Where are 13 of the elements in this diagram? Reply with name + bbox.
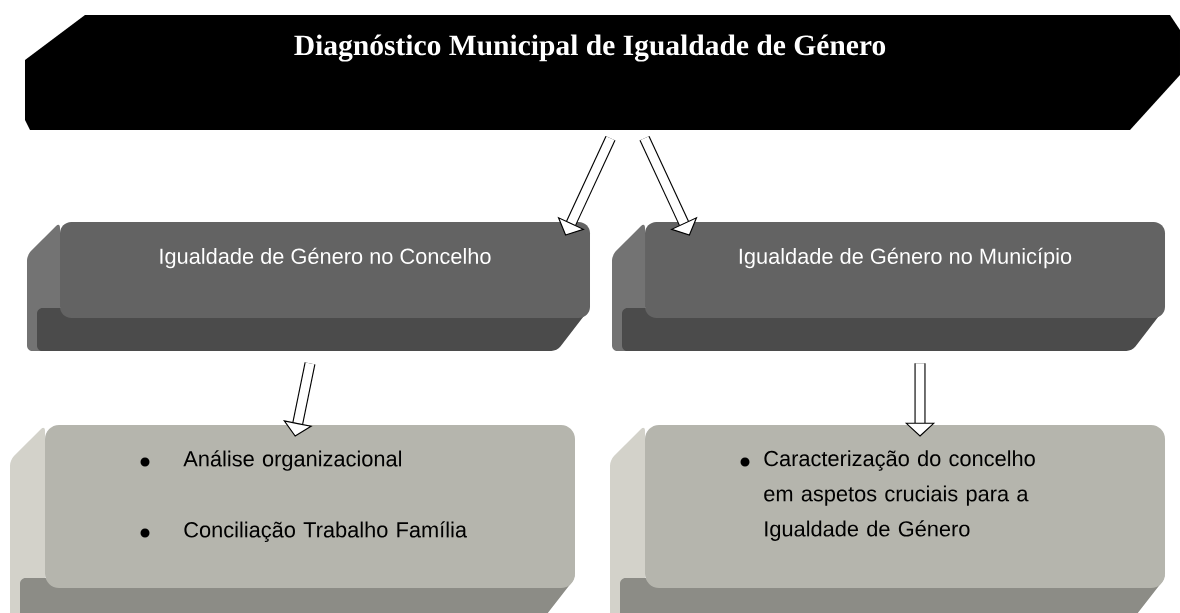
box-label: Igualdade de Género no Concelho	[160, 247, 491, 269]
list-item: Análise organizacional	[183, 450, 401, 471]
title-text: Diagnóstico Municipal de Igualdade de Género	[294, 34, 886, 62]
box-label: Igualdade de Género no Município	[739, 247, 1072, 269]
process-box	[612, 222, 1165, 351]
process-box	[27, 222, 590, 351]
list-item: Conciliação Trabalho Família	[184, 521, 467, 542]
content-box	[10, 425, 575, 613]
content-box	[610, 425, 1165, 613]
list-item: Caracterização do concelho em aspetos cruciais para a Igualdade de Género	[764, 450, 1035, 541]
block-arrow	[283, 362, 316, 437]
block-arrow	[639, 135, 698, 236]
title-banner	[25, 15, 1180, 130]
